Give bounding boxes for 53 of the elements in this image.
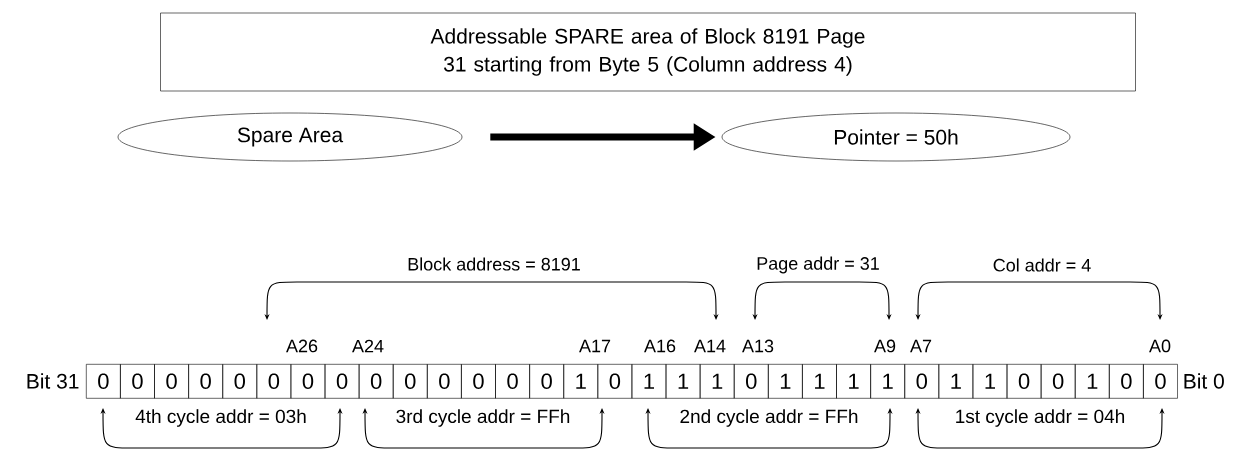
title-box: Addressable SPARE area of Block 8191 Page 31 starting from Byte 5 (Column address 4) [160, 12, 1136, 92]
bit-cell: 0 [188, 364, 223, 399]
bit-cell: 0 [256, 364, 292, 399]
bit-cell: 0 [290, 364, 326, 399]
bit-cell: 0 [324, 364, 360, 399]
bit-label: Bit 31 [27, 373, 79, 389]
bit-cell: 1 [665, 364, 701, 399]
bit-cell: 0 [904, 364, 940, 399]
bracket-label: 3rd cycle addr = FFh [396, 409, 570, 427]
bit-cell: 0 [154, 364, 189, 399]
bit-label: Bit 0 [1184, 373, 1224, 389]
address-label: A13 [742, 339, 774, 353]
bit-cell: 1 [802, 364, 837, 399]
bit-cell: 1 [768, 364, 803, 399]
address-label: A14 [694, 339, 726, 353]
bit-cell: 1 [972, 364, 1008, 399]
ellipse-node: Pointer = 50h [721, 112, 1071, 162]
bit-cell: 0 [597, 364, 633, 399]
address-label: A24 [352, 339, 384, 353]
address-label: A16 [644, 339, 676, 353]
bit-cell: 0 [1143, 364, 1178, 399]
bit-cell: 0 [461, 364, 496, 399]
bit-cell: 0 [86, 364, 121, 399]
bit-cell: 1 [870, 364, 905, 399]
bit-cell: 0 [495, 364, 530, 399]
bit-cell: 0 [733, 364, 769, 399]
bracket-label: Page addr = 31 [757, 256, 879, 274]
bit-cell: 0 [392, 364, 428, 399]
bracket-label: 4th cycle addr = 03h [135, 409, 306, 427]
address-label: A17 [579, 339, 611, 353]
bit-cell: 1 [1074, 364, 1110, 399]
bracket-label: 2nd cycle addr = FFh [680, 409, 858, 427]
address-label: A26 [286, 339, 318, 353]
bit-cell: 0 [1006, 364, 1042, 399]
bit-cell: 0 [427, 364, 462, 399]
ellipse-node: Spare Area [117, 112, 463, 162]
address-label: A7 [910, 339, 932, 353]
bit-cell: 0 [1040, 364, 1076, 399]
address-label: A9 [874, 339, 896, 353]
address-label: A0 [1149, 339, 1171, 353]
bracket-label: 1st cycle addr = 04h [956, 409, 1125, 427]
bit-cell: 0 [120, 364, 155, 399]
bit-cell: 1 [836, 364, 871, 399]
bracket-label: Block address = 8191 [408, 257, 580, 271]
bit-cell: 1 [699, 364, 735, 399]
bit-cell: 0 [1109, 364, 1144, 399]
bit-cell: 0 [529, 364, 564, 399]
bit-cell: 0 [222, 364, 258, 399]
bit-cell: 0 [358, 364, 394, 399]
bit-cell: 1 [938, 364, 974, 399]
bit-cell: 1 [563, 364, 599, 399]
bit-cell: 1 [631, 364, 667, 399]
bracket-label: Col addr = 4 [993, 258, 1091, 272]
